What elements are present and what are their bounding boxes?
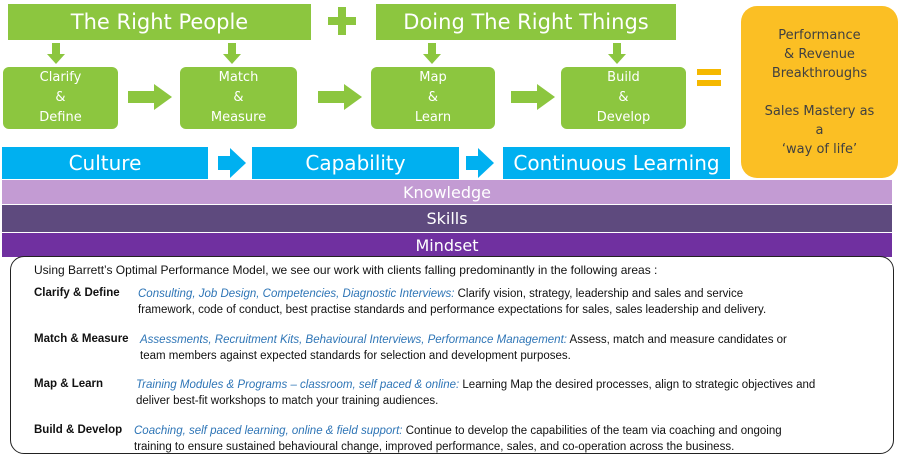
stage-build-develop: Build & Develop: [561, 67, 686, 129]
stage-clarify-define: Clarify & Define: [3, 67, 118, 129]
right-arrow-icon: [128, 84, 172, 110]
row-body: Continue to develop the capabilities of …: [402, 425, 782, 437]
row-services: Consulting, Job Design, Competencies, Di…: [138, 288, 455, 300]
right-arrow-icon: [318, 84, 362, 110]
outcome-text: Performance: [778, 27, 861, 43]
row-description: Consulting, Job Design, Competencies, Di…: [138, 286, 888, 318]
outcome-text: Sales Mastery as: [764, 103, 875, 119]
stage-label: &: [618, 90, 629, 105]
right-things-header: Doing The Right Things: [376, 4, 676, 40]
stage-match-measure: Match & Measure: [180, 67, 297, 129]
row-description: Assessments, Recruitment Kits, Behaviour…: [140, 332, 890, 364]
stage-label: Learn: [414, 110, 452, 125]
row-description: Training Modules & Programs – classroom,…: [136, 377, 891, 409]
row-body: training to ensure sustained behavioural…: [134, 441, 735, 453]
row-label-map-learn: Map & Learn: [34, 378, 104, 390]
down-arrow-icon: [423, 43, 441, 64]
mindset-band: Mindset: [2, 233, 892, 257]
row-body: deliver best-fit workshops to match your…: [136, 395, 439, 407]
row-label-match-measure: Match & Measure: [34, 333, 129, 345]
row-body: Clarify vision, strategy, leadership and…: [454, 288, 744, 300]
row-services: Coaching, self paced learning, online & …: [134, 425, 403, 437]
continuous-learning-bar: Continuous Learning: [503, 147, 730, 179]
description-panel: [10, 256, 894, 454]
outcome-text: Breakthroughs: [771, 65, 868, 81]
stage-label: &: [427, 90, 439, 105]
stage-label: Clarify: [39, 70, 82, 85]
right-arrow-icon: [466, 148, 494, 178]
right-arrow-icon: [511, 84, 555, 110]
skills-band: Skills: [2, 205, 892, 232]
row-services: Assessments, Recruitment Kits, Behaviour…: [140, 334, 567, 346]
row-body: Assess, match and measure candidates or: [566, 334, 787, 346]
row-description: Coaching, self paced learning, online & …: [134, 423, 889, 455]
down-arrow-icon: [47, 43, 65, 64]
stage-map-learn: Map & Learn: [371, 67, 495, 129]
stage-label: &: [55, 90, 66, 105]
stage-label: Develop: [596, 110, 651, 125]
row-body: team members against expected standards …: [140, 350, 571, 362]
equals-icon: [697, 69, 721, 86]
row-label-clarify-define: Clarify & Define: [34, 287, 120, 299]
row-body: framework, code of conduct, best practis…: [138, 304, 767, 316]
stage-label: Build: [607, 70, 640, 85]
outcome-box: Performance & Revenue Breakthroughs Sale…: [741, 6, 898, 178]
down-arrow-icon: [608, 43, 626, 64]
row-label-build-develop: Build & Develop: [34, 424, 123, 436]
row-services: Training Modules & Programs – classroom,…: [136, 379, 460, 391]
capability-bar: Capability: [252, 147, 459, 179]
outcome-text: & Revenue: [784, 46, 855, 62]
outcome-text: ‘way of life’: [781, 141, 858, 157]
right-arrow-icon: [218, 148, 246, 178]
stage-label: Match: [218, 70, 259, 85]
stage-label: Define: [39, 110, 82, 125]
down-arrow-icon: [223, 43, 241, 64]
row-body: Learning Map the desired processes, alig…: [459, 379, 816, 391]
outcome-text: a: [815, 122, 824, 138]
plus-icon: [328, 7, 356, 35]
culture-bar: Culture: [2, 147, 208, 179]
stage-label: Measure: [210, 110, 267, 125]
intro-text: Using Barrett’s Optimal Performance Mode…: [34, 263, 658, 277]
right-people-header: The Right People: [8, 4, 311, 40]
knowledge-band: Knowledge: [2, 180, 892, 204]
stage-label: Map: [419, 70, 447, 85]
stage-label: &: [233, 90, 244, 105]
